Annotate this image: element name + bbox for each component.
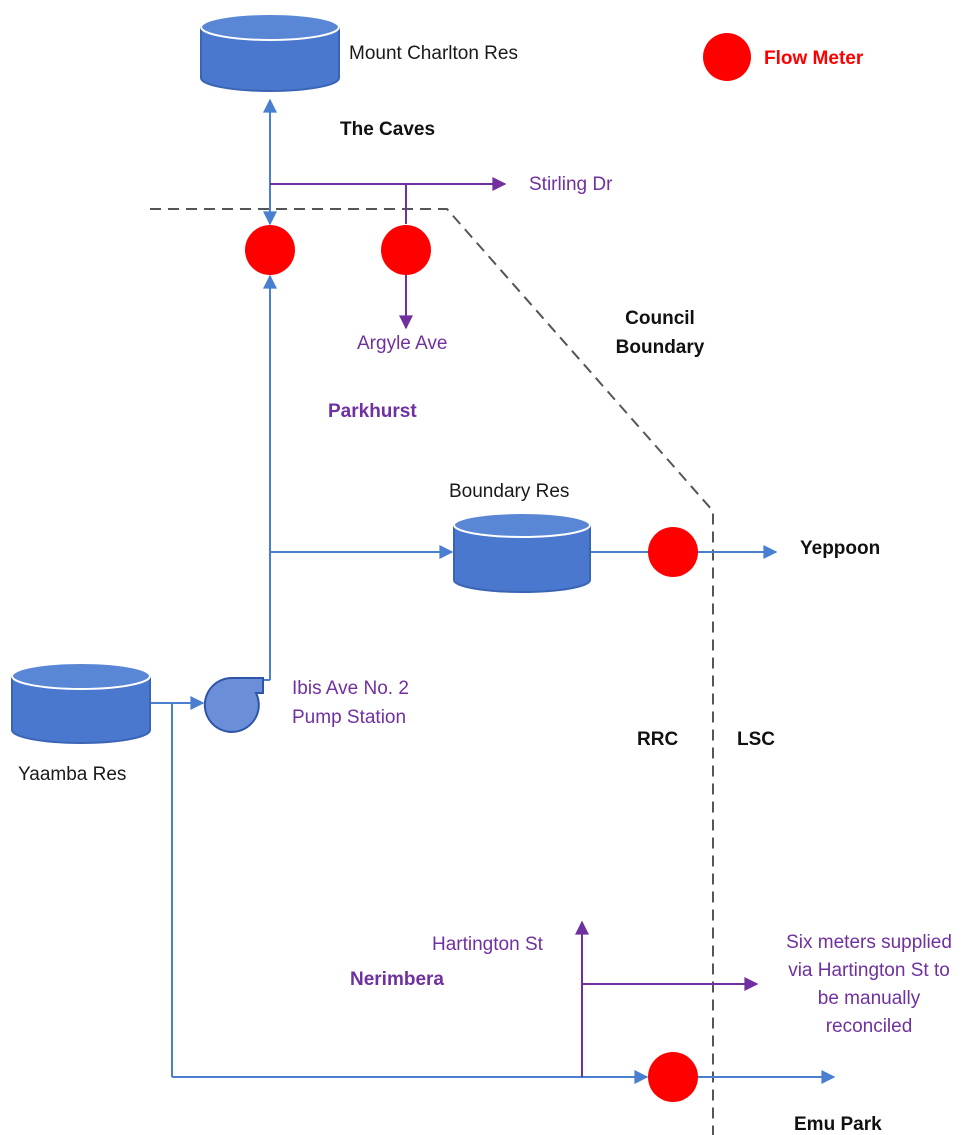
label-hartington-st: Hartington St: [432, 934, 544, 955]
label-lsc: LSC: [737, 729, 775, 750]
label-argyle-ave: Argyle Ave: [357, 333, 447, 354]
label-mount-charlton-res: Mount Charlton Res: [349, 43, 518, 64]
label-rrc: RRC: [637, 729, 678, 750]
flow-meter-yeppoon: [648, 527, 698, 577]
legend-flow-meter-label: Flow Meter: [764, 48, 864, 69]
label-emu-park: Emu Park: [794, 1114, 882, 1135]
note-line-1: Six meters supplied: [786, 932, 952, 953]
note-line-4: reconciled: [826, 1016, 913, 1037]
label-council-boundary-2: Boundary: [616, 337, 705, 358]
label-pump-station-2: Pump Station: [292, 707, 406, 728]
label-boundary-res: Boundary Res: [449, 481, 569, 502]
label-yeppoon: Yeppoon: [800, 538, 880, 559]
mount-charlton-reservoir: [200, 13, 340, 92]
council-boundary-line: [150, 208, 714, 1135]
flow-meter-caves: [245, 225, 295, 275]
flow-meter-argyle: [381, 225, 431, 275]
pump-icon: [203, 676, 264, 733]
label-nerimbera: Nerimbera: [350, 969, 444, 990]
yaamba-reservoir: [11, 662, 151, 744]
label-stirling-dr: Stirling Dr: [529, 174, 613, 195]
boundary-reservoir: [453, 512, 591, 593]
note-line-3: be manually: [818, 988, 921, 1009]
legend-flow-meter-icon: [703, 33, 751, 81]
label-pump-station-1: Ibis Ave No. 2: [292, 678, 409, 699]
note-line-2: via Hartington St to: [788, 960, 950, 981]
label-yaamba-res: Yaamba Res: [18, 764, 126, 785]
label-council-boundary-1: Council: [625, 308, 695, 329]
label-parkhurst: Parkhurst: [328, 401, 417, 422]
flow-meter-emu-park: [648, 1052, 698, 1102]
label-the-caves: The Caves: [340, 119, 435, 140]
